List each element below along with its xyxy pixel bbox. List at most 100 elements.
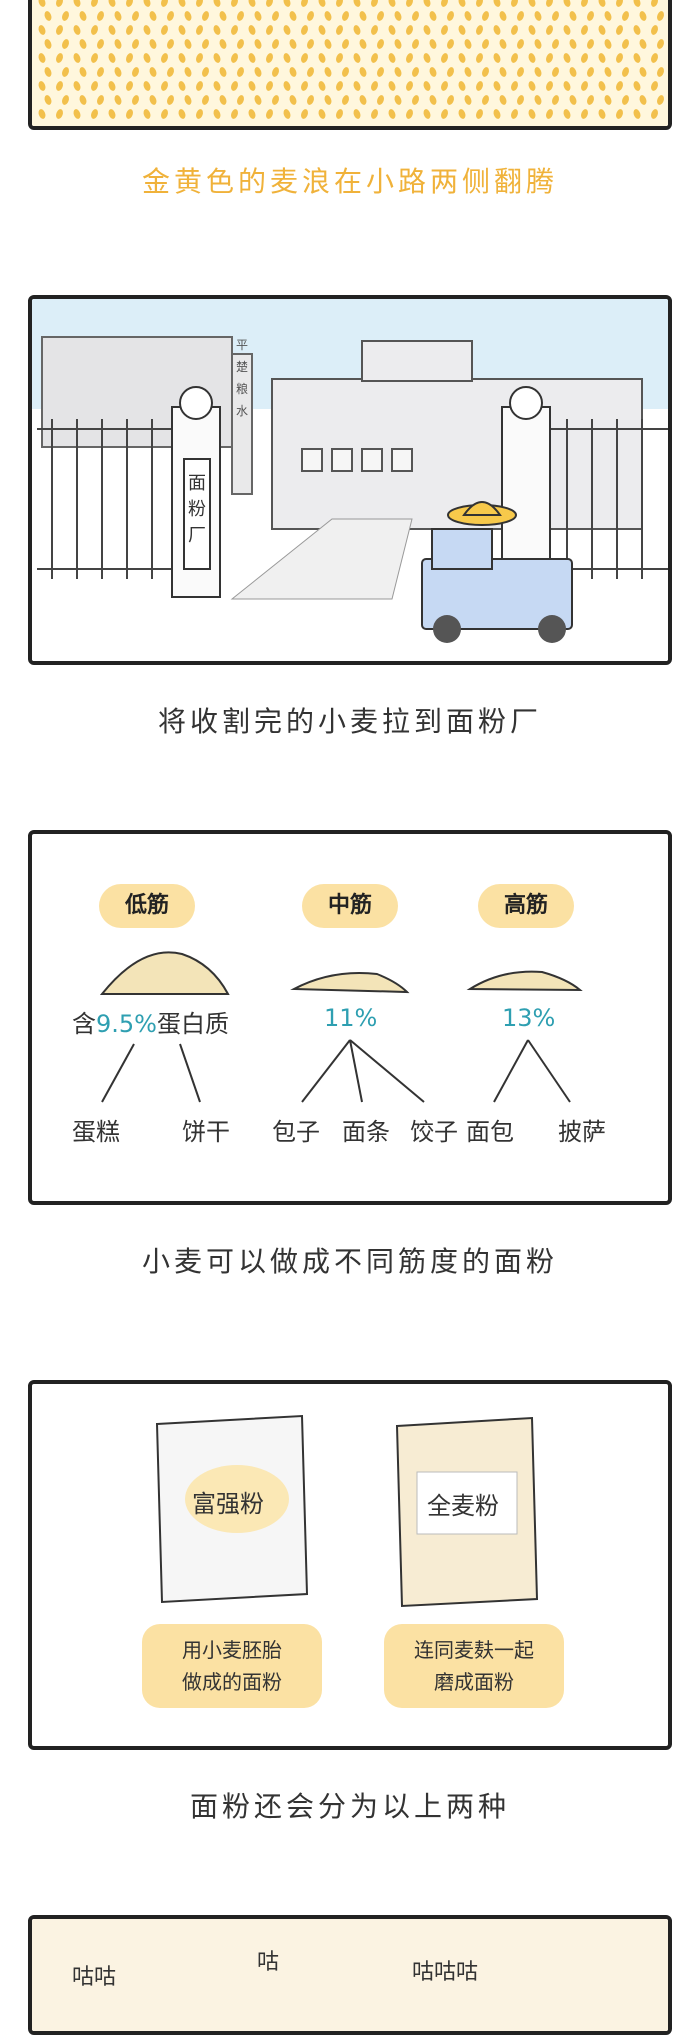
wheat-grain: [657, 11, 664, 21]
wheat-grain: [237, 67, 244, 77]
wheat-grain: [266, 81, 273, 91]
wheat-grain: [639, 67, 647, 77]
wheat-grain: [441, 109, 448, 119]
wheat-grain: [359, 11, 367, 21]
wheat-grain: [196, 53, 203, 63]
wheat-grain: [528, 25, 536, 35]
wheat-grain: [318, 81, 326, 91]
wheat-grain: [517, 95, 524, 105]
wheat-grain: [657, 39, 664, 49]
wheat-grain: [546, 0, 553, 7]
wheat-grain: [528, 53, 536, 63]
wheat-grain: [622, 95, 629, 105]
wheat-grain: [196, 0, 203, 7]
wheat-grain: [651, 0, 658, 7]
wheat-grain: [569, 11, 577, 21]
wheat-grain: [307, 11, 314, 21]
wheat-grain: [534, 39, 542, 49]
sound-text: 咕咕: [72, 1965, 117, 1990]
wheat-grain: [91, 109, 98, 119]
wheat-grain: [377, 67, 384, 77]
wheat-grain: [616, 53, 623, 63]
wheat-grain: [73, 81, 81, 91]
wheat-grain: [429, 67, 437, 77]
wheat-grain: [114, 95, 122, 105]
wheat-grain: [639, 39, 647, 49]
wheat-grain: [196, 81, 203, 91]
bag-label-wholewheat: 全麦粉: [427, 1492, 499, 1520]
wheat-grain: [371, 53, 378, 63]
wheat-grain: [178, 0, 186, 7]
wheat-grain: [44, 11, 52, 21]
wheat-grain: [56, 25, 63, 35]
wheat-grain: [272, 67, 279, 77]
wheat-grain: [324, 95, 332, 105]
wheat-grain: [546, 109, 553, 119]
wheat-grain: [289, 67, 297, 77]
factory-sign-text: 面粉厂: [188, 473, 206, 546]
wheat-grain: [132, 67, 139, 77]
wheat-grain: [377, 39, 384, 49]
wheat-grain: [534, 11, 542, 21]
wheat-grain: [441, 53, 448, 63]
wheat-grain: [56, 81, 63, 91]
wheat-grain: [359, 67, 367, 77]
wheat-grain: [272, 39, 279, 49]
wheat-grain: [336, 109, 343, 119]
bag-note-fuqiang: 用小麦胚胎 做成的面粉: [142, 1624, 322, 1708]
wheat-grain: [237, 39, 244, 49]
wheat-grain: [552, 67, 559, 77]
wheat-grain: [581, 0, 588, 7]
wheat-grain: [622, 67, 629, 77]
wheat-grain: [149, 95, 157, 105]
wheat-grain: [598, 25, 606, 35]
wheat-grain: [581, 81, 588, 91]
wheat-grain: [534, 95, 542, 105]
wheat-grain: [231, 53, 238, 63]
wheat-grain: [56, 53, 63, 63]
wheat-grain: [423, 53, 431, 63]
wheat-grain: [114, 67, 122, 77]
wheat-grain: [482, 95, 489, 105]
wheat-grain: [91, 0, 98, 7]
wheat-grain: [476, 109, 483, 119]
wheat-grain: [639, 95, 647, 105]
wheat-grain: [91, 25, 98, 35]
caption-two-kinds: 面粉还会分为以上两种: [189, 1790, 510, 1823]
wheat-grain: [149, 39, 157, 49]
wheat-grain: [114, 39, 122, 49]
wheat-grain: [56, 109, 63, 119]
sound-panel: 咕咕 咕 咕咕咕: [28, 1915, 672, 2035]
wheat-grain: [441, 25, 448, 35]
wheat-grain: [231, 0, 238, 7]
wheat-grain: [73, 25, 81, 35]
wheat-grain: [651, 25, 658, 35]
wheat-grain: [73, 0, 81, 7]
wheat-grain: [213, 53, 221, 63]
wheat-grain: [108, 0, 116, 7]
wheat-grain: [464, 39, 472, 49]
wheat-grain: [178, 25, 186, 35]
wheat-grain: [622, 11, 629, 21]
wheat-grain: [377, 95, 384, 105]
wheat-grain: [476, 53, 483, 63]
wheat-grain: [108, 25, 116, 35]
wheat-grain: [458, 81, 466, 91]
note-line: 做成的面粉: [182, 1670, 282, 1694]
wheat-grain: [301, 109, 308, 119]
wheat-grain: [546, 25, 553, 35]
food-cookie: 饼干: [182, 1118, 230, 1146]
wheat-grain: [126, 81, 133, 91]
wheat-grain: [62, 67, 69, 77]
wheat-grain: [476, 0, 483, 7]
wheat-grain: [371, 25, 378, 35]
wheat-grain: [62, 11, 69, 21]
wheat-grain: [447, 95, 454, 105]
wheat-grain: [318, 53, 326, 63]
wheat-grain: [161, 53, 168, 63]
wheat-grain: [423, 109, 431, 119]
wheat-grain: [412, 67, 419, 77]
wheat-grain: [394, 11, 402, 21]
wheat-grain: [482, 11, 489, 21]
wheat-grain: [44, 95, 52, 105]
